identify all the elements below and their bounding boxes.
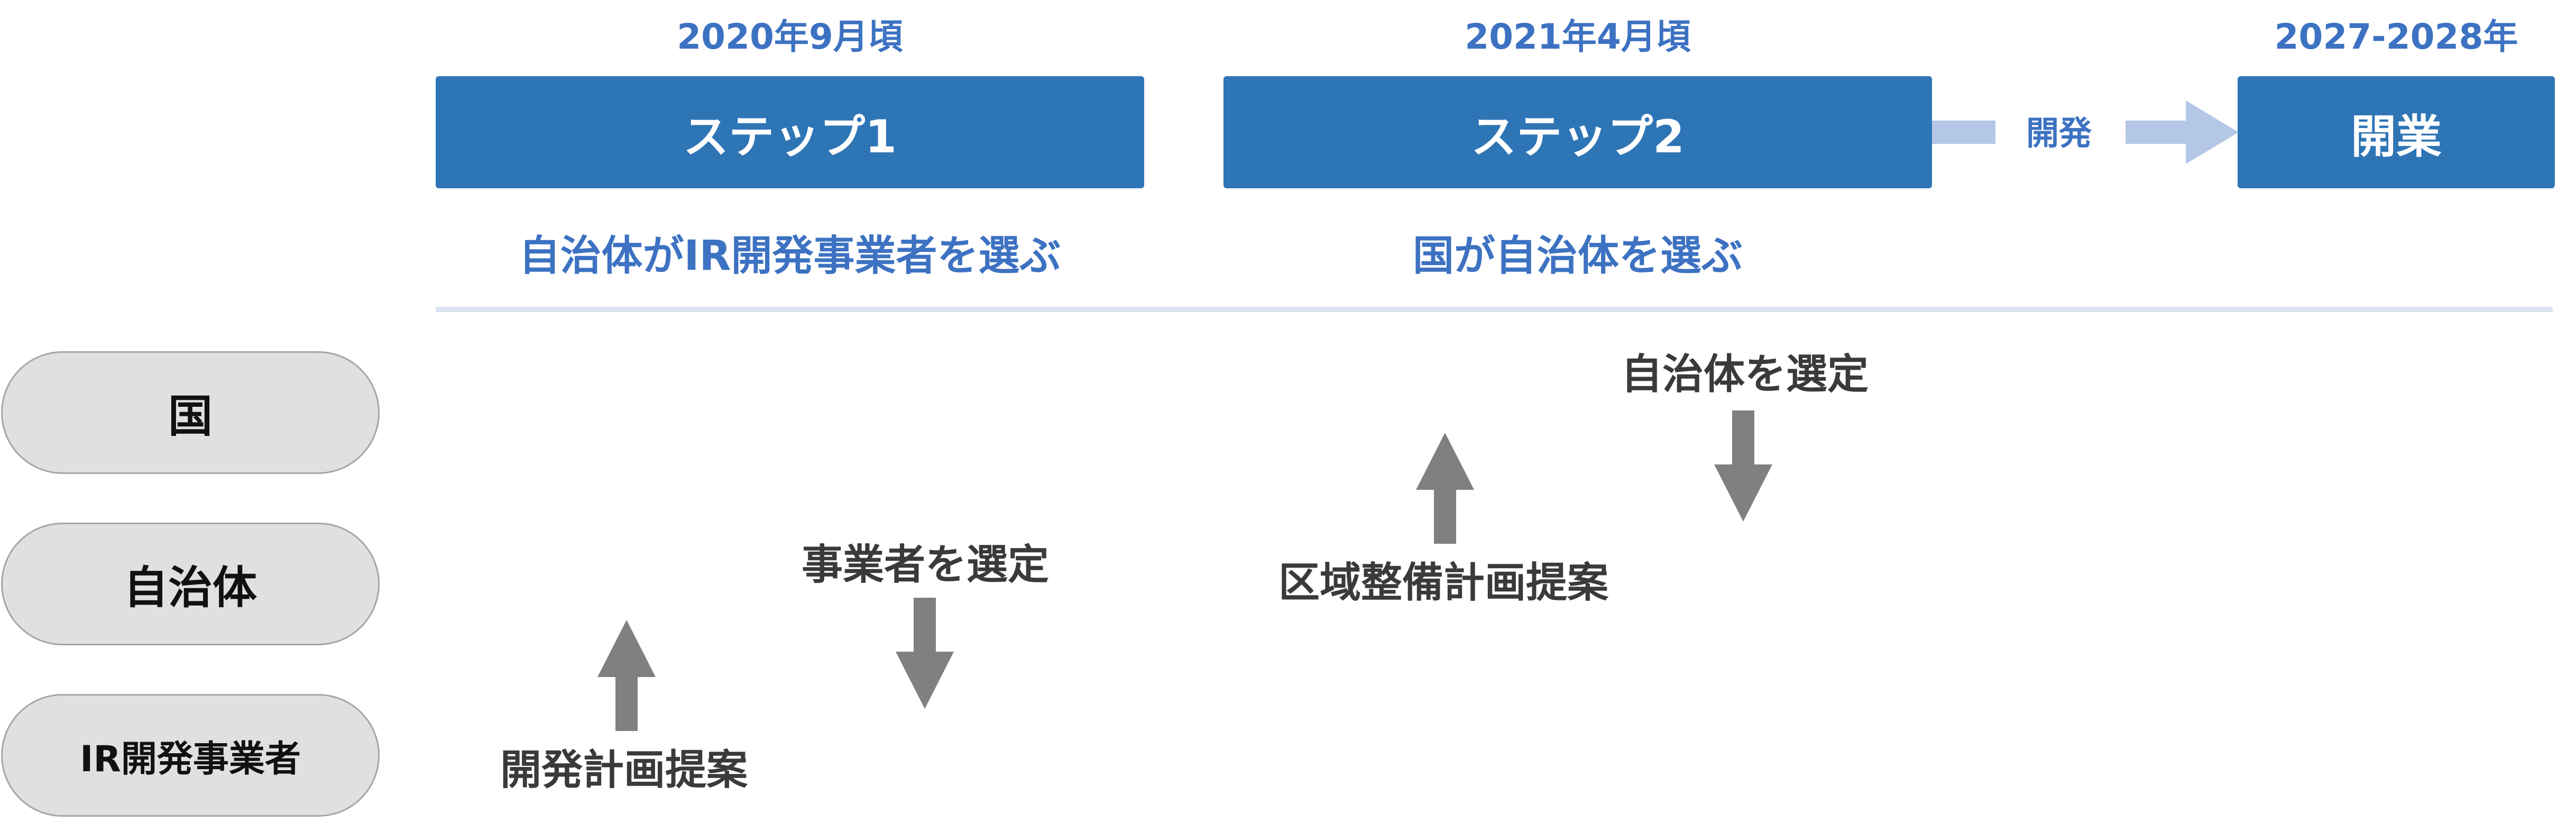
step1-date: 2020年9月頃 [677, 16, 903, 57]
step2-box: ステップ2 [1223, 76, 1932, 188]
actor-state-pill: 国 [1, 351, 380, 474]
actor-municipality-pill: 自治体 [1, 523, 380, 645]
state-to-municipality-arrow-down-icon [1714, 410, 1772, 522]
operator-to-municipality-arrow-up-icon [597, 620, 656, 731]
zone-plan-text: 区域整備計画提案 [1278, 559, 1608, 607]
step1-caption: 自治体がIR開発事業者を選ぶ [519, 232, 1061, 280]
actor-operator-label: IR開発事業者 [80, 738, 301, 780]
step2-label: ステップ2 [1471, 110, 1685, 163]
state-select-municipality-text: 自治体を選定 [1621, 351, 1869, 398]
municipality-select-operator-text: 事業者を選定 [801, 541, 1049, 589]
step1-label: ステップ1 [683, 110, 897, 163]
opening-label: 開業 [2351, 110, 2442, 163]
development-label: 開発 [2026, 114, 2092, 152]
header-divider [436, 307, 2553, 312]
opening-box: 開業 [2238, 76, 2555, 188]
actor-municipality-label: 自治体 [123, 561, 257, 614]
step2-date: 2021年4月頃 [1465, 16, 1691, 57]
opening-date: 2027-2028年 [2274, 16, 2518, 57]
operator-plan-text: 開発計画提案 [500, 746, 748, 794]
development-arrow-right-icon [1932, 101, 2239, 164]
step2-caption: 国が自治体を選ぶ [1412, 232, 1743, 280]
actor-state-label: 国 [168, 390, 213, 442]
municipality-to-operator-arrow-down-icon [896, 598, 954, 709]
step1-box: ステップ1 [436, 76, 1144, 188]
municipality-to-state-arrow-up-icon [1416, 433, 1474, 544]
actor-operator-pill: IR開発事業者 [1, 694, 380, 817]
